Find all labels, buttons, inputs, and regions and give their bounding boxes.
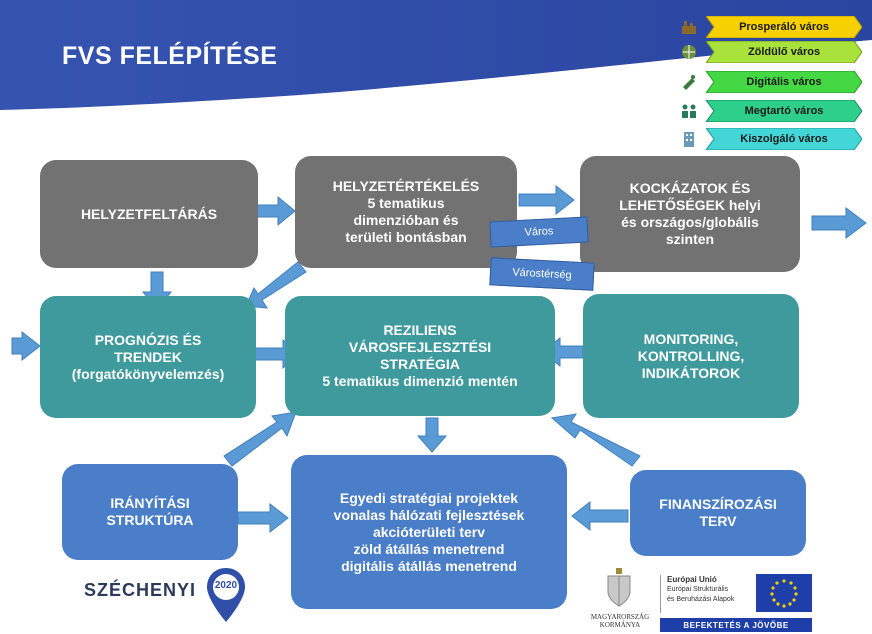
node-label: PROGNÓZIS ÉS TRENDEK (forgatókönyvelemzé… xyxy=(71,331,225,382)
node-iranyitasi: IRÁNYÍTÁSI STRUKTÚRA xyxy=(62,464,238,560)
page-title: FVS FELÉPÍTÉSE xyxy=(62,42,278,70)
legend-arrow-shape xyxy=(706,16,862,38)
node-finanszirozasi: FINANSZÍROZÁSI TERV xyxy=(630,470,806,556)
legend-item-kiszolgalo: Kiszolgáló város xyxy=(706,128,862,150)
people-icon xyxy=(682,104,696,118)
legend-item-digitalis: Digitális város xyxy=(706,71,862,93)
node-helyzetfeltaras: HELYZETFELTÁRÁS xyxy=(40,160,258,268)
eu-sub2: és Beruházási Alapok xyxy=(667,596,735,603)
arrow-right xyxy=(811,207,867,239)
legend-arrow-shape xyxy=(706,128,862,150)
legend-label: Zöldülő város xyxy=(747,46,821,58)
legend-item-zoldulo: Zöldülő város xyxy=(706,41,862,63)
arrow-diagonal xyxy=(550,413,641,467)
hungary-logo-text: MAGYARORSZÁG KORMÁNYA xyxy=(590,613,650,629)
arrow-down xyxy=(416,417,448,453)
legend-item-megtarto: Megtartó város xyxy=(706,100,862,122)
node-prognozis: PROGNÓZIS ÉS TRENDEK (forgatókönyvelemzé… xyxy=(40,296,256,418)
node-monitoring: MONITORING, KONTROLLING, INDIKÁTOROK xyxy=(583,294,799,418)
legend-label: Kiszolgáló város xyxy=(740,133,828,145)
eu-sub1: Európai Strukturális xyxy=(667,586,729,593)
node-label: KOCKÁZATOK ÉS LEHETŐSÉGEK helyi és orszá… xyxy=(619,180,761,247)
legend-label: Digitális város xyxy=(746,76,822,88)
eu-title: Európai Unió xyxy=(667,575,717,584)
arrow-diagonal xyxy=(223,411,297,467)
szechenyi-year: 2020 xyxy=(214,580,238,591)
invest-banner: BEFEKTETÉS A JÖVŐBE xyxy=(660,618,812,632)
legend-label: Prosperáló város xyxy=(739,21,829,33)
node-egyedi: Egyedi stratégiai projektek vonalas háló… xyxy=(291,455,567,609)
node-kockazatok: KOCKÁZATOK ÉS LEHETŐSÉGEK helyi és orszá… xyxy=(580,156,800,272)
building-icon xyxy=(684,132,694,147)
arrow-right xyxy=(518,184,575,216)
eu-flag-icon xyxy=(756,574,812,612)
eu-logo-text: Európai Unió Európai Strukturális és Ber… xyxy=(660,575,763,613)
node-label: Egyedi stratégiai projektek vonalas háló… xyxy=(333,489,525,574)
arrow-right xyxy=(237,502,289,534)
legend-item-prosperalo: Prosperáló város xyxy=(706,16,862,38)
factory-icon xyxy=(682,21,696,34)
legend-arrow-shape xyxy=(706,41,862,63)
legend-label: Megtartó város xyxy=(744,105,824,117)
szechenyi-logo-text: SZÉCHENYI xyxy=(84,580,197,600)
arrow-left xyxy=(571,500,629,532)
tag-varos: Város xyxy=(489,216,589,248)
node-label: HELYZETÉRTÉKELÉS 5 tematikus dimenzióban… xyxy=(332,178,480,245)
node-label: HELYZETFELTÁRÁS xyxy=(80,205,218,222)
arrow-diagonal xyxy=(245,261,307,309)
node-helyzetertekeles: HELYZETÉRTÉKELÉS 5 tematikus dimenzióban… xyxy=(295,156,517,268)
arrow-right xyxy=(11,330,41,362)
szechenyi-pin-icon xyxy=(207,568,245,622)
tag-varostérseg: Várostérség xyxy=(489,257,595,291)
legend-arrow-shape xyxy=(706,100,862,122)
satellite-icon xyxy=(683,75,695,90)
node-label: REZILIENS VÁROSFEJLESZTÉSI STRATÉGIA 5 t… xyxy=(322,322,518,389)
legend-arrow-shape xyxy=(706,71,862,93)
globe-icon xyxy=(682,45,696,59)
node-label: MONITORING, KONTROLLING, INDIKÁTOROK xyxy=(637,330,745,381)
node-label: FINANSZÍROZÁSI TERV xyxy=(659,496,777,529)
node-label: IRÁNYÍTÁSI STRUKTÚRA xyxy=(106,495,194,528)
hungary-coat-of-arms-icon xyxy=(607,568,631,607)
node-reziliens: REZILIENS VÁROSFEJLESZTÉSI STRATÉGIA 5 t… xyxy=(285,296,555,416)
